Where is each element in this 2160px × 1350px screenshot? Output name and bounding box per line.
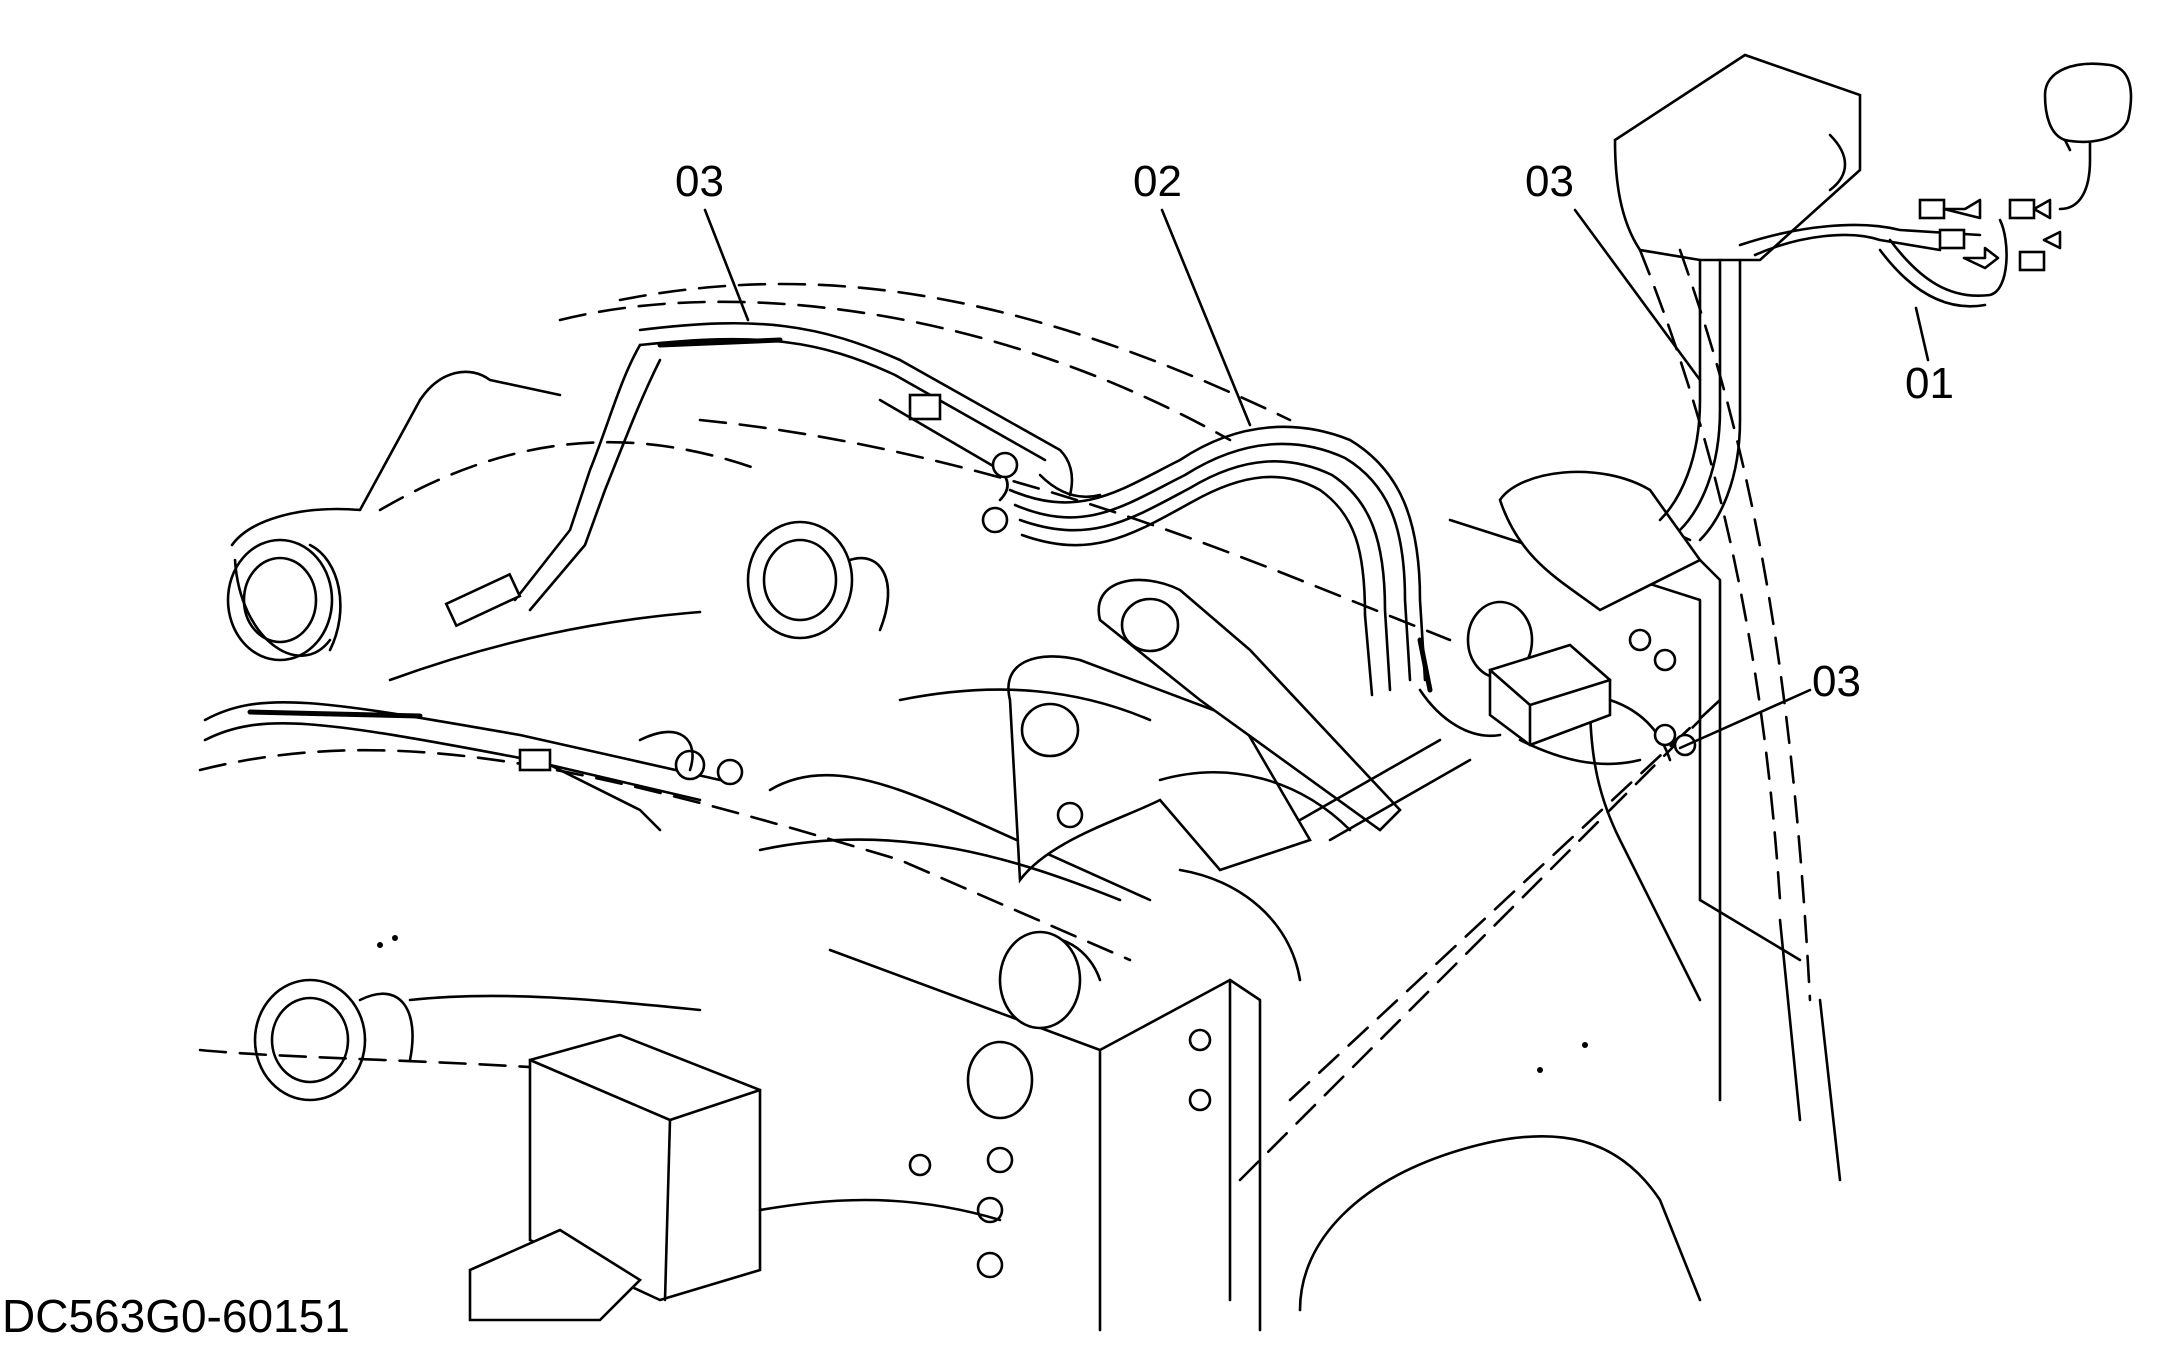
boom-foot-bracket (1007, 578, 1402, 884)
callout-label-01: 01 (1905, 359, 1954, 408)
callout-label-03-lower-right: 03 (1812, 657, 1861, 706)
hose-run-03-left (444, 282, 1292, 628)
callout-label-03-left: 03 (675, 157, 724, 206)
callout-label-03-upper-right: 03 (1525, 157, 1574, 206)
lower-left-boom-arm (198, 700, 1152, 962)
chassis-outline (377, 418, 1588, 1073)
drawing-code: DC563G0-60151 (2, 1290, 350, 1342)
main-frame (828, 470, 1802, 1332)
leader-03-upper-right (1573, 208, 1702, 382)
leader-02 (1160, 208, 1252, 427)
leader-03-left (703, 208, 750, 322)
center-grommet (746, 520, 890, 640)
callout-leaders (703, 208, 1930, 750)
upper-left-boom-mount (226, 370, 762, 682)
boom-hoses-02 (981, 425, 1433, 697)
callout-label-02: 02 (1133, 157, 1182, 206)
control-box (1418, 643, 1697, 766)
leader-01 (1914, 306, 1930, 362)
lower-left-work-lamp (468, 1033, 1014, 1322)
upper-right-cab-lamp (1613, 53, 2133, 1182)
leader-03-lower-right (1678, 688, 1812, 750)
